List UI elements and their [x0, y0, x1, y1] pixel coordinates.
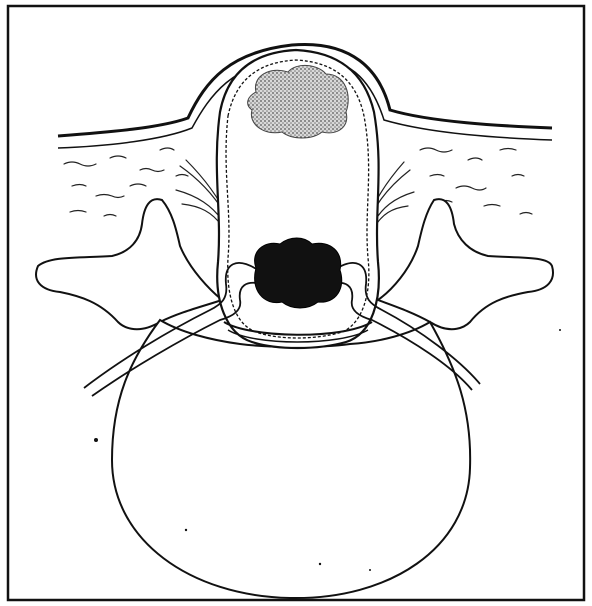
- spinal-cord-shaded: [248, 65, 349, 138]
- vertebral-body: [112, 320, 470, 598]
- ganglion-mass: [255, 238, 342, 308]
